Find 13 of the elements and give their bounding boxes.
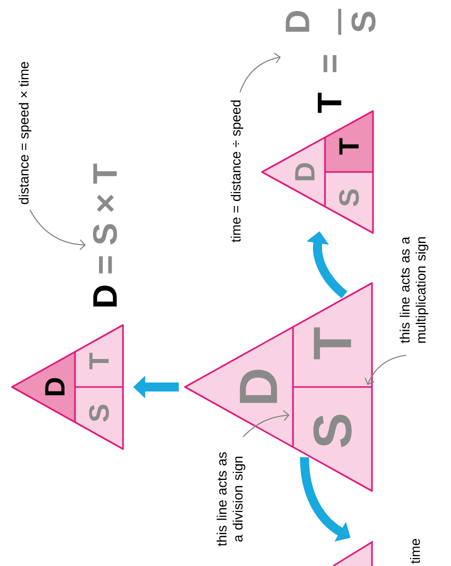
leader-line [364, 354, 406, 385]
arrow [240, 52, 281, 93]
label-text: time [410, 538, 420, 564]
formula-triangle: D S T [11, 324, 124, 450]
caption-text: time = distance ÷ speed [230, 100, 244, 242]
triangle-shape [332, 540, 373, 566]
annotation-text: this line acts as a division sign [216, 452, 246, 546]
formula: D = S × T [92, 164, 118, 306]
leader-line [242, 410, 290, 438]
caption-text: distance = speed × time [18, 62, 32, 204]
formula: T = D S [286, 8, 376, 113]
arrow [30, 209, 86, 250]
annotation-text: this line acts as a multiplication sign [400, 236, 428, 344]
